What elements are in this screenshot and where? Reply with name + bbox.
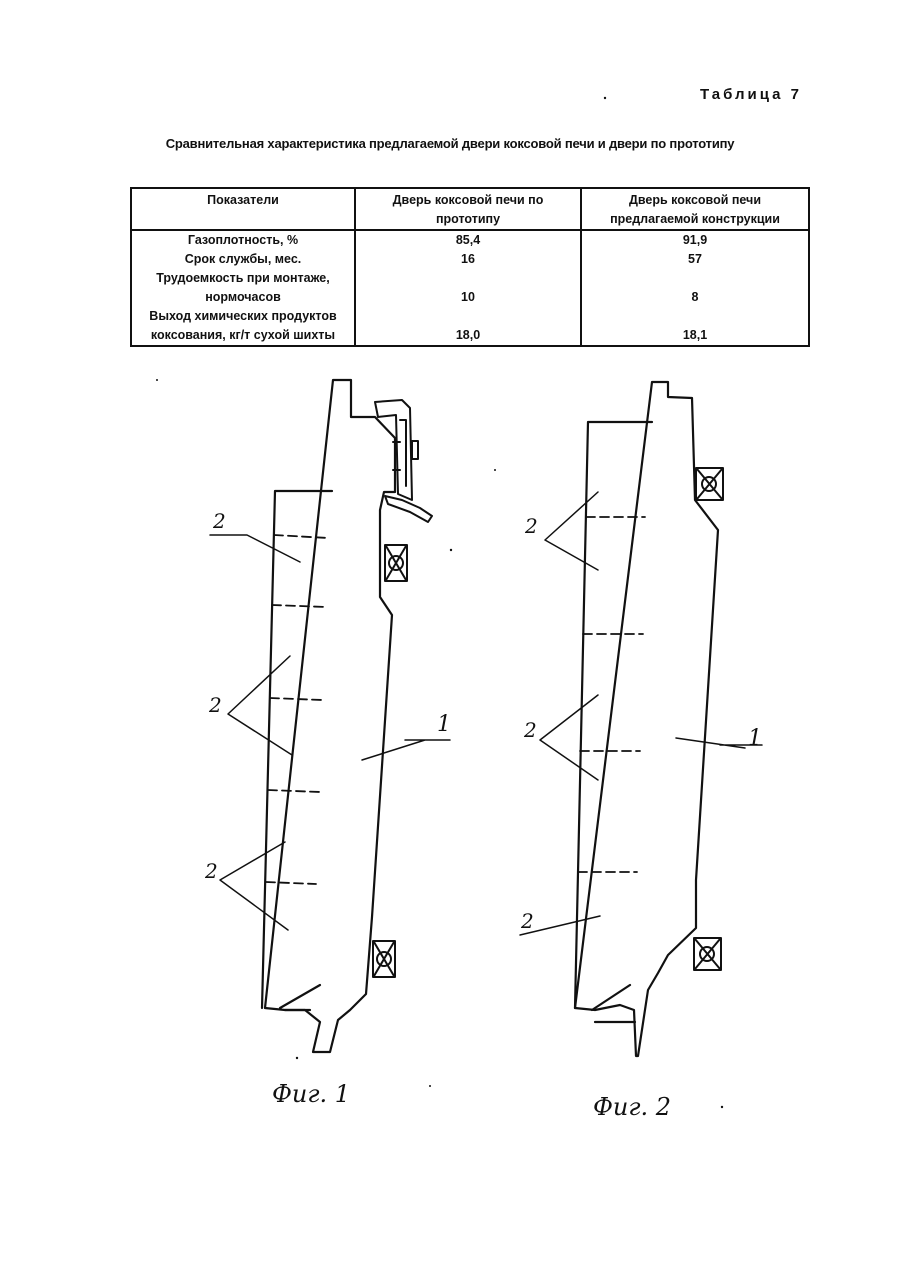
figure-labels: 2 2 1 2 Фиг. 1 2 2 1 2 Фиг. 2 [204, 509, 762, 1121]
figure-1 [210, 380, 450, 1052]
fig1-fastener-bottom [373, 941, 395, 977]
fig2-label-lining-bottom: 2 [520, 909, 534, 933]
fig2-fastener-top [696, 468, 723, 500]
fig2-fastener-bottom [694, 938, 721, 970]
fig1-label-lining-top: 2 [212, 509, 226, 533]
fig1-door-body [265, 380, 395, 1052]
fig1-latch-mechanism [375, 400, 432, 522]
fig2-caption: Фиг. 2 [593, 1093, 671, 1121]
fig2-label-lining-top: 2 [524, 514, 538, 538]
fig1-caption: Фиг. 1 [272, 1080, 350, 1108]
fig2-label-door-body: 1 [748, 726, 762, 751]
fig2-label-lining-middle: 2 [523, 718, 537, 742]
fig1-fastener-top [385, 545, 407, 581]
figure-2 [520, 382, 762, 1056]
fig1-label-door-body: 1 [437, 712, 451, 737]
fig1-bottom-bevel [280, 985, 320, 1010]
fig1-label-lining-bottom: 2 [204, 859, 218, 883]
fig2-leader-lines [520, 492, 762, 935]
fig2-bottom-bevel [592, 985, 635, 1022]
fig1-label-lining-middle: 2 [208, 693, 222, 717]
scan-speckles [156, 97, 723, 1108]
fig2-lining-joints [578, 517, 645, 872]
fig1-leader-lines [210, 535, 450, 930]
